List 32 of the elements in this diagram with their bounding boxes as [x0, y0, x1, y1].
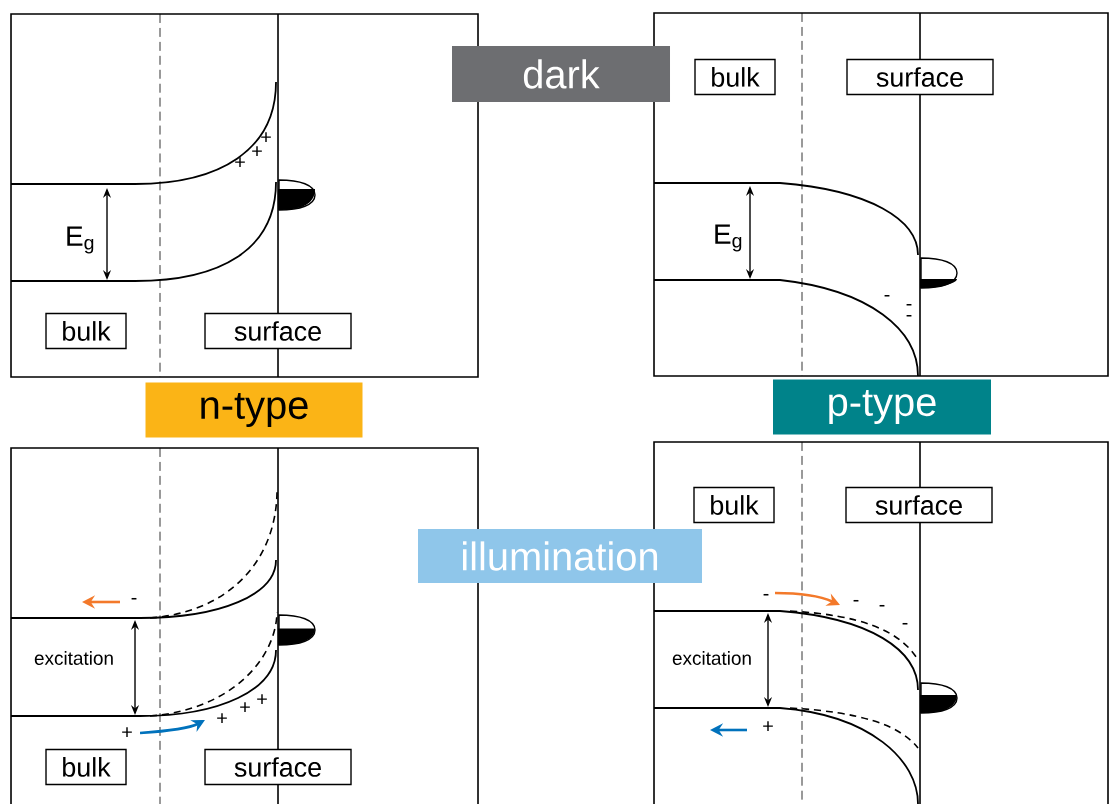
region-label: bulk	[45, 312, 127, 350]
charge-sign: -	[879, 604, 885, 607]
charge-sign: +	[261, 132, 271, 142]
excitation-label: excitation	[34, 651, 113, 665]
region-label: bulk	[45, 748, 127, 786]
label-banner: p-type	[773, 379, 991, 435]
charge-sign: +	[252, 146, 262, 156]
label-banner: n-type	[145, 382, 363, 438]
gap-label: E$_{g}$	[67, 226, 94, 254]
region-label: surface	[204, 312, 352, 350]
region-label: surface	[846, 58, 994, 96]
charge-sign: +	[257, 694, 267, 704]
charge-sign: -	[131, 597, 137, 600]
excitation-label: excitation	[672, 651, 751, 665]
charge-sign: +	[217, 713, 227, 723]
charge-sign: -	[763, 593, 769, 596]
charge-sign: -	[906, 303, 912, 306]
charge-sign: -	[902, 622, 908, 625]
gap-label: E$_{g}$	[715, 224, 742, 252]
label-banner: illumination	[418, 529, 702, 583]
charge-sign: +	[235, 157, 245, 167]
charge-sign: +	[240, 702, 250, 712]
charge-sign: -	[906, 314, 912, 317]
charge-sign: +	[122, 727, 132, 737]
charge-sign: -	[853, 599, 859, 602]
charge-sign: +	[763, 721, 773, 731]
charge-sign: -	[884, 294, 890, 297]
region-label: surface	[204, 748, 352, 786]
region-label: surface	[845, 486, 993, 524]
region-label: bulk	[693, 486, 775, 524]
region-label: bulk	[694, 58, 776, 96]
label-banner: dark	[452, 46, 670, 102]
